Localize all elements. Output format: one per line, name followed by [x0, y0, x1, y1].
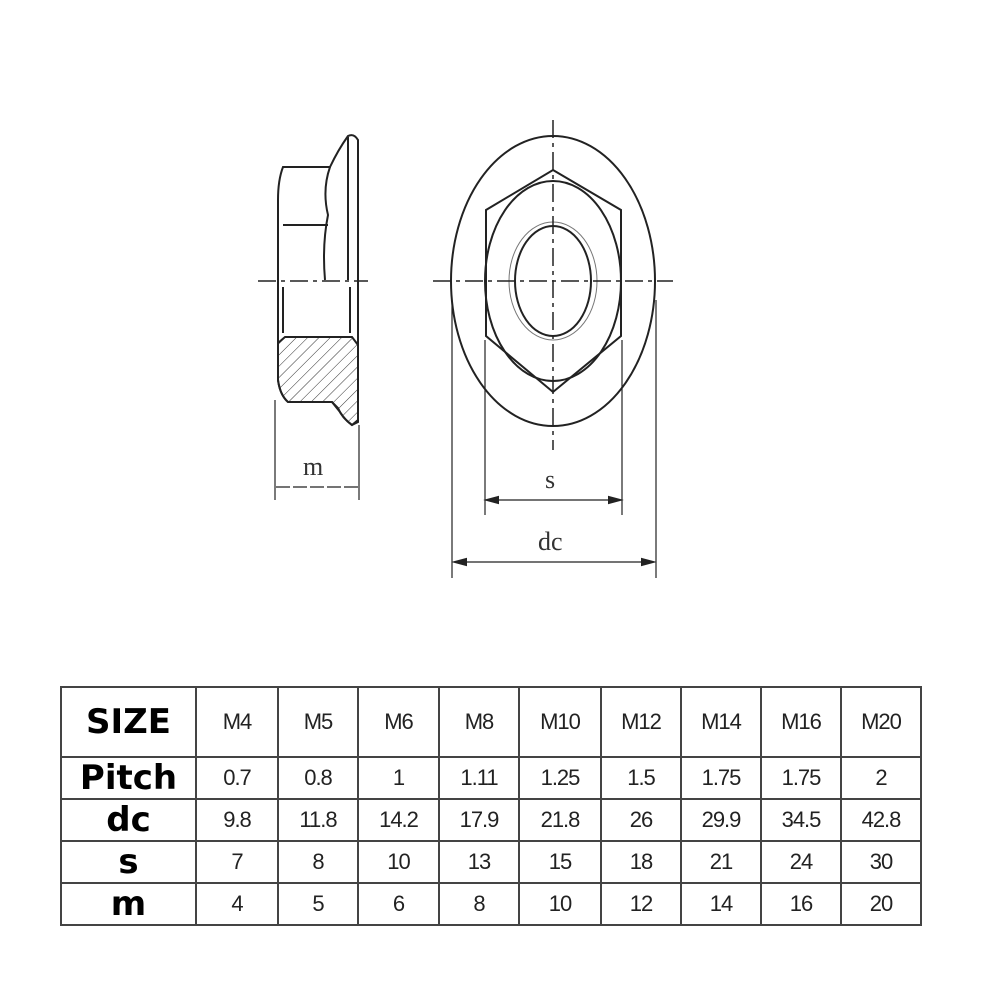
pitch-cell: 1.11: [438, 756, 520, 800]
pitch-cell: 2: [840, 756, 922, 800]
dc-cell: 26: [600, 798, 682, 842]
table-row-m: m 4 5 6 8 10 12 14 16 20: [60, 882, 922, 926]
m-cell: 5: [277, 882, 359, 926]
side-view: [258, 134, 368, 500]
dc-cell: 14.2: [357, 798, 440, 842]
dc-cell: 17.9: [438, 798, 520, 842]
dc-cell: 11.8: [277, 798, 359, 842]
pitch-cell: 0.7: [195, 756, 279, 800]
size-cell: M4: [195, 686, 279, 758]
size-cell: M20: [840, 686, 922, 758]
s-cell: 8: [277, 840, 359, 884]
pitch-cell: 1: [357, 756, 440, 800]
size-cell: M8: [438, 686, 520, 758]
s-cell: 7: [195, 840, 279, 884]
s-cell: 21: [680, 840, 762, 884]
pitch-cell: 1.5: [600, 756, 682, 800]
pitch-cell: 1.75: [760, 756, 842, 800]
pitch-cell: 1.25: [518, 756, 602, 800]
size-cell: M10: [518, 686, 602, 758]
m-cell: 20: [840, 882, 922, 926]
dc-cell: 9.8: [195, 798, 279, 842]
row-header-pitch: Pitch: [60, 756, 197, 800]
s-cell: 15: [518, 840, 602, 884]
dimension-label-dc: dc: [538, 527, 563, 556]
table-row-s: s 7 8 10 13 15 18 21 24 30: [60, 840, 922, 884]
row-header-dc: dc: [60, 798, 197, 842]
row-header-m: m: [60, 882, 197, 926]
table-row-dc: dc 9.8 11.8 14.2 17.9 21.8 26 29.9 34.5 …: [60, 798, 922, 842]
flange-nut-technical-drawing: [258, 120, 673, 578]
m-cell: 14: [680, 882, 762, 926]
size-cell: M12: [600, 686, 682, 758]
s-cell: 10: [357, 840, 440, 884]
pitch-cell: 0.8: [277, 756, 359, 800]
s-cell: 13: [438, 840, 520, 884]
row-header-s: s: [60, 840, 197, 884]
row-header-size: SIZE: [60, 686, 197, 758]
front-view: [433, 120, 673, 578]
dimension-label-m: m: [303, 452, 324, 481]
s-cell: 24: [760, 840, 842, 884]
dc-cell: 34.5: [760, 798, 842, 842]
s-cell: 18: [600, 840, 682, 884]
pitch-cell: 1.75: [680, 756, 762, 800]
m-cell: 10: [518, 882, 602, 926]
dc-cell: 42.8: [840, 798, 922, 842]
m-cell: 16: [760, 882, 842, 926]
s-cell: 30: [840, 840, 922, 884]
dimension-spec-table: SIZE M4 M5 M6 M8 M10 M12 M14 M16 M20 Pit…: [60, 686, 922, 926]
dc-cell: 29.9: [680, 798, 762, 842]
m-cell: 12: [600, 882, 682, 926]
size-cell: M6: [357, 686, 440, 758]
table-row-size: SIZE M4 M5 M6 M8 M10 M12 M14 M16 M20: [60, 686, 922, 758]
size-cell: M14: [680, 686, 762, 758]
size-cell: M16: [760, 686, 842, 758]
m-cell: 8: [438, 882, 520, 926]
m-cell: 6: [357, 882, 440, 926]
m-cell: 4: [195, 882, 279, 926]
table-row-pitch: Pitch 0.7 0.8 1 1.11 1.25 1.5 1.75 1.75 …: [60, 756, 922, 800]
dc-cell: 21.8: [518, 798, 602, 842]
size-cell: M5: [277, 686, 359, 758]
dimension-label-s: s: [545, 465, 556, 494]
